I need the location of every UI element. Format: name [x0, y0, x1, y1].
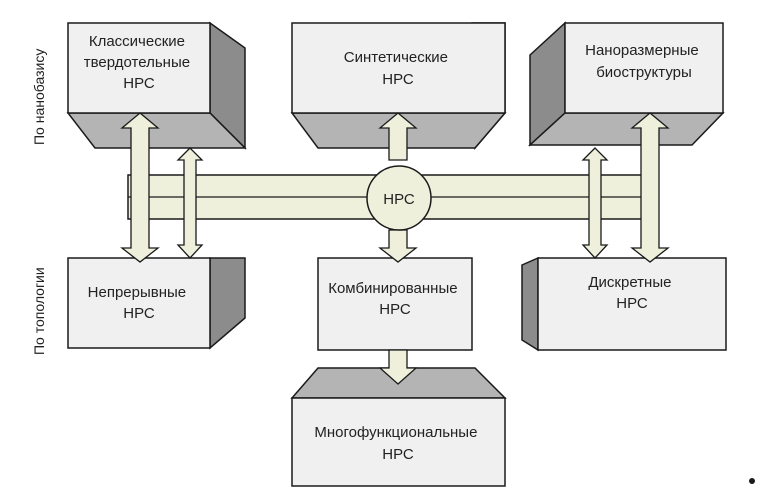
box-multifunctional-label: Многофункциональные НРС [314, 424, 481, 463]
arrow-left-outer [176, 147, 204, 259]
box-synthetic-label: Синтетические НРС [344, 49, 452, 88]
arrow-center-bottom [378, 349, 418, 385]
box-multifunctional: Многофункциональные НРС [290, 367, 507, 487]
box-discrete: Дискретные НРС [521, 256, 727, 352]
box-continuous-label: Непрерывные НРС [88, 284, 191, 322]
arrow-center-top [378, 112, 418, 263]
box-combined: Комбинированные НРС [317, 257, 473, 351]
box-combined-label: Комбинированные НРС [328, 280, 462, 318]
center-node-label: НРС [383, 191, 415, 208]
arrow-right [630, 112, 670, 263]
box-classic: Классические твердотельные НРС [66, 21, 247, 150]
corner-dot [749, 478, 755, 484]
center-node: НРС [366, 165, 432, 231]
arrow-right-inner [581, 147, 609, 259]
box-discrete-label: Дискретные НРС [588, 274, 675, 312]
box-classic-label: Классические твердотельные НРС [84, 33, 194, 92]
box-continuous: Непрерывные НРС [67, 257, 246, 350]
side-label-nanobasis: По нанобазису [31, 49, 47, 145]
box-nano-bio-label: Наноразмерные биоструктуры [585, 42, 703, 81]
box-nano-bio: Наноразмерные биоструктуры [528, 21, 725, 147]
arrow-left [120, 112, 160, 263]
side-label-topology: По топологии [31, 267, 47, 355]
